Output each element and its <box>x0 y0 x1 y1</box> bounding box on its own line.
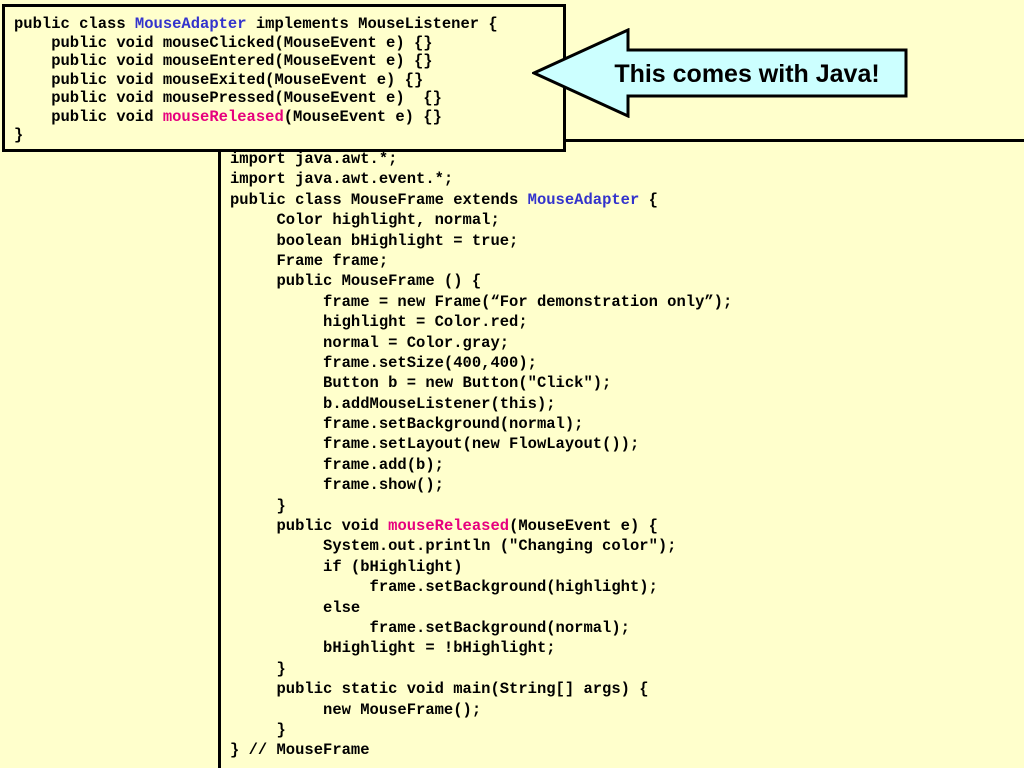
mouse-frame-code-line: public MouseFrame () { <box>230 271 1024 291</box>
mouse-frame-code-line: import java.awt.event.*; <box>230 169 1024 189</box>
code-text: frame.add(b); <box>230 455 444 474</box>
code-text: { <box>639 190 658 209</box>
mouse-adapter-code-line: public void mouseClicked(MouseEvent e) {… <box>14 34 563 53</box>
code-text: } <box>14 126 24 144</box>
method-name-highlight: mouseReleased <box>162 107 284 126</box>
mouse-adapter-code-line: public class MouseAdapter implements Mou… <box>14 15 563 34</box>
code-text: public void <box>230 517 389 536</box>
code-text: } // MouseFrame <box>230 741 370 760</box>
code-text: public class <box>14 15 135 33</box>
left-arrow-icon <box>532 28 908 118</box>
mouse-frame-code-line: else <box>230 598 1024 618</box>
code-text: public void mousePressed(MouseEvent e) {… <box>14 89 442 107</box>
mouse-frame-code-line: frame.setBackground(normal); <box>230 618 1024 638</box>
mouse-frame-code-line: frame = new Frame(“For demonstration onl… <box>230 292 1024 312</box>
code-text: Frame frame; <box>230 251 389 270</box>
mouse-frame-code-line: highlight = Color.red; <box>230 312 1024 332</box>
code-text: } <box>230 496 286 515</box>
mouse-frame-code-line: public class MouseFrame extends MouseAda… <box>230 190 1024 210</box>
mouse-frame-code-line: Color highlight, normal; <box>230 210 1024 230</box>
code-text: public class MouseFrame extends <box>230 190 528 209</box>
code-text: new MouseFrame(); <box>230 700 482 719</box>
mouse-adapter-code-line: } <box>14 126 563 145</box>
code-text: implements MouseListener { <box>246 15 498 33</box>
code-text: public static void main(String[] args) { <box>230 680 649 699</box>
mouse-adapter-code-line: public void mouseReleased(MouseEvent e) … <box>14 108 563 127</box>
code-text: (MouseEvent e) { <box>509 517 658 536</box>
mouse-frame-code-line: bHighlight = !bHighlight; <box>230 638 1024 658</box>
mouse-frame-code-line: Button b = new Button("Click"); <box>230 373 1024 393</box>
class-name-highlight: MouseAdapter <box>527 190 640 209</box>
code-text: frame.setLayout(new FlowLayout()); <box>230 435 640 454</box>
code-text: public void mouseExited(MouseEvent e) {} <box>14 70 424 89</box>
mouse-frame-code-line: Frame frame; <box>230 251 1024 271</box>
code-text: bHighlight = !bHighlight; <box>230 639 556 658</box>
code-text: Color highlight, normal; <box>230 211 500 230</box>
method-name-highlight: mouseReleased <box>388 517 510 536</box>
code-text: public void mouseEntered(MouseEvent e) {… <box>14 52 433 70</box>
mouse-frame-code-line: } // MouseFrame <box>230 740 1024 760</box>
mouse-frame-code-line: public void mouseReleased(MouseEvent e) … <box>230 516 1024 536</box>
mouse-frame-code-line: frame.setLayout(new FlowLayout()); <box>230 434 1024 454</box>
code-text: } <box>230 720 286 739</box>
mouse-frame-code-line: b.addMouseListener(this); <box>230 394 1024 414</box>
mouse-frame-code-line: frame.setBackground(normal); <box>230 414 1024 434</box>
code-text: frame = new Frame(“For demonstration onl… <box>230 292 733 311</box>
code-text: Button b = new Button("Click"); <box>230 374 612 393</box>
mouse-adapter-code-line: public void mousePressed(MouseEvent e) {… <box>14 89 563 108</box>
code-text: import java.awt.*; <box>230 150 398 168</box>
mouse-adapter-code-line: public void mouseExited(MouseEvent e) {} <box>14 71 563 90</box>
mouse-frame-code-line: boolean bHighlight = true; <box>230 231 1024 251</box>
code-text: public MouseFrame () { <box>230 272 482 291</box>
code-text: public void <box>14 107 163 126</box>
code-text: frame.setSize(400,400); <box>230 353 537 372</box>
callout-text: This comes with Java! <box>614 60 880 88</box>
code-text: highlight = Color.red; <box>230 313 528 332</box>
mouse-frame-code-line: public static void main(String[] args) { <box>230 679 1024 699</box>
code-text: normal = Color.gray; <box>230 333 510 352</box>
code-text: frame.setBackground(highlight); <box>230 578 658 597</box>
code-text: import java.awt.event.*; <box>230 170 454 189</box>
mouse-frame-code-line: System.out.println ("Changing color"); <box>230 536 1024 556</box>
mouse-frame-code-line: new MouseFrame(); <box>230 700 1024 720</box>
mouse-frame-code-line: } <box>230 720 1024 740</box>
mouse-frame-code-line: frame.setSize(400,400); <box>230 353 1024 373</box>
mouse-frame-code-line: frame.show(); <box>230 475 1024 495</box>
mouse-frame-code-line: frame.add(b); <box>230 455 1024 475</box>
code-text: frame.show(); <box>230 476 444 495</box>
code-text: frame.setBackground(normal); <box>230 618 630 637</box>
mouse-frame-code-line: frame.setBackground(highlight); <box>230 577 1024 597</box>
mouse-frame-code-line: } <box>230 659 1024 679</box>
mouse-frame-code-line: } <box>230 496 1024 516</box>
callout-arrow: This comes with Java! <box>532 28 912 118</box>
code-text: public void mouseClicked(MouseEvent e) {… <box>14 33 433 52</box>
mouse-frame-code-line: if (bHighlight) <box>230 557 1024 577</box>
code-text: (MouseEvent e) {} <box>283 107 442 126</box>
mouse-frame-code-line: normal = Color.gray; <box>230 333 1024 353</box>
code-text: } <box>230 659 286 678</box>
code-text: b.addMouseListener(this); <box>230 394 556 413</box>
code-text: frame.setBackground(normal); <box>230 415 584 434</box>
mouse-frame-code-box: import java.awt.*; import java.awt.event.… <box>218 139 1024 768</box>
mouse-adapter-code-box: public class MouseAdapter implements Mou… <box>2 4 566 152</box>
mouse-adapter-code-line: public void mouseEntered(MouseEvent e) {… <box>14 52 563 71</box>
code-text: else <box>230 598 361 617</box>
code-text: if (bHighlight) <box>230 557 463 576</box>
code-text: boolean bHighlight = true; <box>230 231 519 250</box>
mouse-frame-code-line: import java.awt.*; <box>230 149 1024 169</box>
class-name-highlight: MouseAdapter <box>134 15 247 33</box>
code-text: System.out.println ("Changing color"); <box>230 537 677 556</box>
